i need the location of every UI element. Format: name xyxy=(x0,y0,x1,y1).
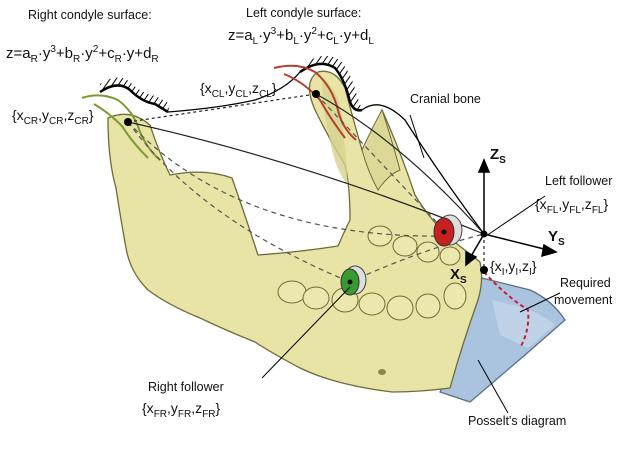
left-follower-marker xyxy=(434,215,462,246)
left-condyle-surface-label: Left condyle surface: xyxy=(246,6,361,20)
incisal-point xyxy=(480,266,488,274)
posselt-diagram-label: Posselt's diagram xyxy=(468,414,566,428)
axis-y-label: YS xyxy=(548,228,565,248)
mental-foramen xyxy=(378,369,386,375)
required-movement-label-line2: movement xyxy=(554,293,612,307)
axis-x-label: XS xyxy=(450,266,467,286)
right-condyle-coords: {xCR,yCR,zCR} xyxy=(12,107,94,127)
right-follower-coords: {xFR,yFR,zFR} xyxy=(142,400,220,420)
axis-z-label: ZS xyxy=(490,146,506,166)
origin-point xyxy=(481,231,488,238)
right-condyle-formula: z=aR·y3+bR·y2+cR·y+dR xyxy=(6,44,159,65)
required-movement-label-line1: Required xyxy=(560,276,611,290)
cranial-bone-label: Cranial bone xyxy=(410,92,481,106)
left-condyle-coords: {xCL,yCL,zCL} xyxy=(200,80,277,100)
incisal-point-coords: {xI,yI,zI} xyxy=(490,258,537,278)
left-condyle-formula: z=aL·y3+bL·y2+cL·y+dL xyxy=(228,26,374,47)
left-condyle-point xyxy=(312,90,320,98)
right-follower-label: Right follower xyxy=(148,380,224,394)
right-condyle-point xyxy=(124,118,132,126)
left-follower-coords: {xFL,yFL,zFL} xyxy=(535,196,608,216)
right-condyle-surface-label: Right condyle surface: xyxy=(28,8,152,22)
left-follower-label: Left follower xyxy=(545,174,612,188)
